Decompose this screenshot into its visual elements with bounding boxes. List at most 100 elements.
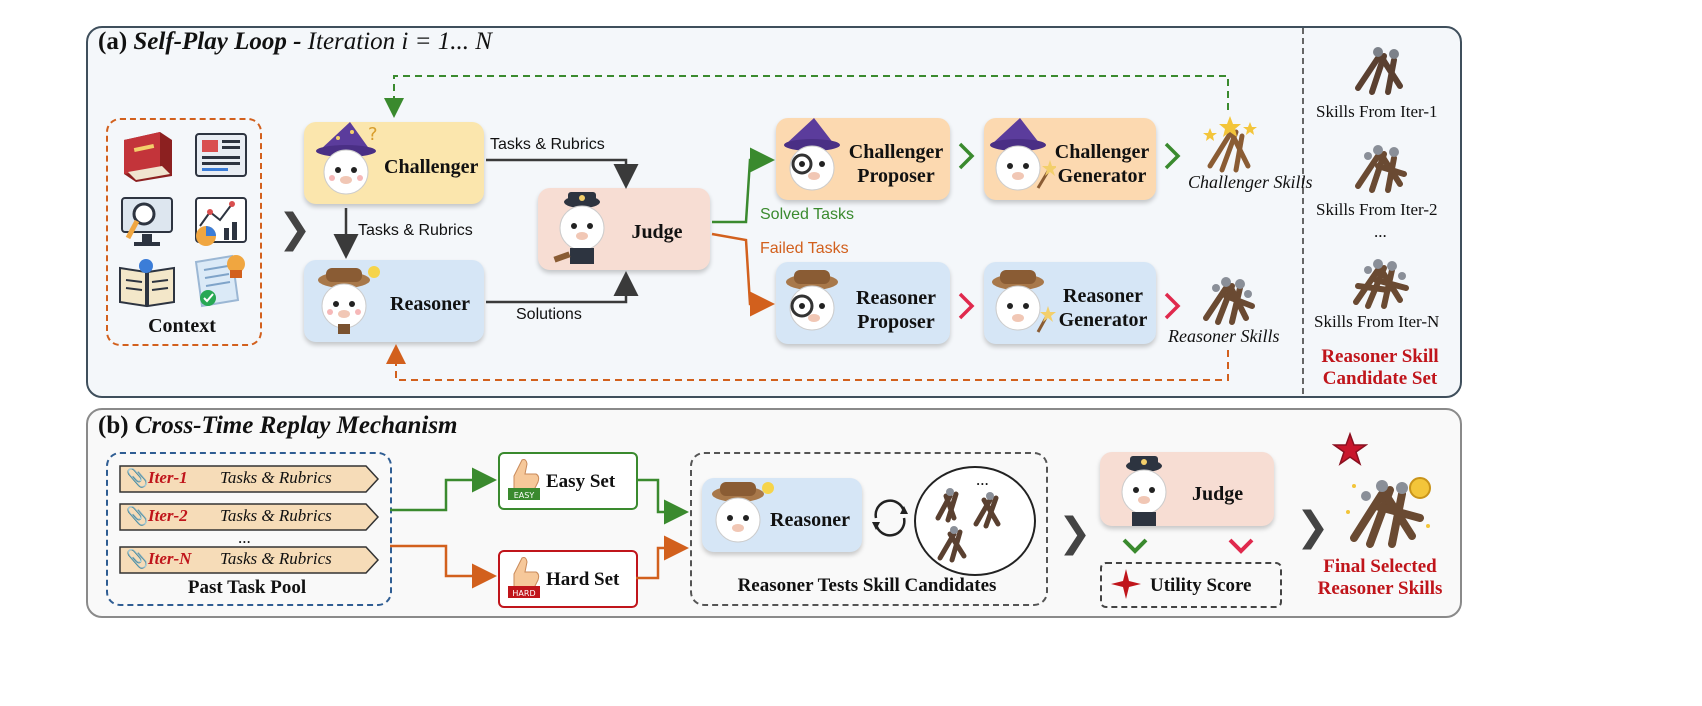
judge-b-label: Judge (1192, 483, 1244, 505)
task-pool-item: 📎 Iter-N Tasks & Rubrics (118, 545, 380, 575)
context-label: Context (148, 315, 216, 337)
final-selected-label: Final Selected Reasoner Skills (1302, 556, 1458, 600)
final-selected-line2: Reasoner Skills (1317, 578, 1443, 599)
star-icon (1110, 568, 1142, 605)
skill-candidates-icon (924, 484, 1024, 569)
task-pool-text: Tasks & Rubrics (220, 506, 332, 525)
wizard-llama-icon: ? (312, 120, 382, 203)
candidate-set-title: Reasoner Skill Candidate Set (1304, 346, 1456, 390)
edge-easy-to-tests (636, 478, 689, 525)
task-pool-dots: ... (238, 528, 251, 547)
edge-challenger-judge (486, 158, 639, 189)
challenger-skills-icon (1196, 112, 1262, 179)
challenger-generator-line1: Challenger (1054, 141, 1150, 163)
thumbs-up-hard-icon: HARD (506, 554, 542, 605)
feedback-loop-challenger (384, 75, 1229, 118)
final-skills-bundle-icon (1340, 466, 1436, 557)
green-check-chevron-icon (1122, 538, 1148, 559)
reasoner-skills-label: Reasoner Skills (1168, 326, 1280, 346)
paperclip-icon: 📎 (126, 468, 149, 488)
panel-a-prefix: (a) (98, 28, 128, 55)
paperclip-icon: 📎 (126, 549, 149, 569)
edge-label-tasks-rubrics-top: Tasks & Rubrics (490, 136, 605, 153)
edge-label-solved-tasks: Solved Tasks (760, 206, 854, 223)
skill-bundle-iter1-icon (1350, 40, 1412, 103)
edge-hard-to-tests (636, 535, 689, 580)
candidate-iter1-label: Skills From Iter-1 (1316, 102, 1438, 121)
judge-llama-icon (1110, 452, 1180, 535)
panel-b-title: (b) Cross-Time Replay Mechanism (98, 412, 458, 440)
reasoner-tests-label: Reasoner Tests Skill Candidates (737, 575, 997, 596)
paperclip-icon: 📎 (126, 506, 149, 526)
detective-llama-icon (312, 262, 382, 343)
panel-b-title-text: Cross-Time Replay Mechanism (134, 412, 458, 439)
past-task-pool-label: Past Task Pool (187, 577, 307, 598)
newspaper-icon (190, 126, 252, 189)
skill-bundle-iter2-icon (1350, 138, 1412, 201)
detective-wand-llama-icon (986, 266, 1056, 347)
chevron-green-1 (958, 142, 975, 170)
edge-pool-to-easy (390, 467, 497, 512)
reasoner-generator-line1: Reasoner (1063, 285, 1143, 307)
reasoner-test-label: Reasoner (770, 509, 850, 531)
reasoner-label: Reasoner (390, 293, 470, 315)
wizard-wand-llama-icon (986, 116, 1058, 203)
tests-to-judge-arrow-icon: ❯ (1058, 510, 1092, 556)
cycle-icon (868, 496, 912, 545)
open-book-icon (116, 256, 178, 315)
challenger-label: Challenger (384, 156, 479, 178)
book-icon (116, 126, 178, 189)
thumbs-up-easy-icon: EASY (506, 456, 542, 507)
candidate-set-title-line1: Reasoner Skill (1321, 346, 1439, 367)
challenger-proposer-label: Challenger Proposer (846, 140, 946, 188)
candidate-dots: ... (1374, 222, 1387, 241)
edge-reasoner-judge (486, 271, 639, 304)
reasoner-proposer-line2: Proposer (857, 311, 935, 333)
reasoner-generator-line2: Generator (1058, 309, 1148, 331)
hard-tag: HARD (512, 589, 535, 598)
monitor-search-icon (116, 192, 178, 255)
skill-candidates-dots: ... (976, 470, 989, 489)
judge-label: Judge (631, 221, 683, 243)
challenger-generator-line2: Generator (1057, 165, 1147, 187)
task-pool-iter: Iter-1 (148, 468, 188, 487)
wizard-magnifier-llama-icon (780, 116, 846, 203)
svg-text:?: ? (368, 124, 378, 145)
past-task-pool-box (106, 452, 392, 606)
chevron-green-2 (1164, 142, 1181, 170)
reasoner-generator-label: Reasoner Generator (1054, 284, 1152, 332)
feedback-loop-reasoner (386, 344, 1229, 381)
hard-set-label: Hard Set (546, 569, 620, 590)
task-pool-text: Tasks & Rubrics (220, 468, 332, 487)
task-pool-iter: Iter-2 (148, 506, 188, 525)
detective-magnifier-llama-icon (780, 266, 846, 347)
reasoner-skills-icon (1196, 266, 1262, 333)
red-star-icon (1331, 431, 1369, 473)
judge-llama-icon (548, 188, 618, 275)
candidate-iter2-label: Skills From Iter-2 (1316, 200, 1438, 219)
panel-a-title-bold: Self-Play Loop - (133, 28, 302, 55)
challenger-skills-label: Challenger Skills (1188, 172, 1313, 192)
edge-pool-to-hard (390, 544, 497, 589)
task-pool-item: 📎 Iter-2 Tasks & Rubrics (118, 502, 380, 532)
challenger-generator-label: Challenger Generator (1052, 140, 1152, 188)
panel-b-prefix: (b) (98, 412, 129, 439)
analytics-chart-icon (190, 192, 252, 255)
candidate-set-divider (1302, 28, 1304, 394)
reasoner-proposer-label: Reasoner Proposer (848, 286, 944, 334)
easy-tag: EASY (514, 491, 535, 500)
context-arrow-icon: ❯ (278, 206, 312, 252)
detective-llama-icon (706, 478, 776, 557)
task-pool-text: Tasks & Rubrics (220, 549, 332, 568)
utility-score-label: Utility Score (1150, 575, 1252, 596)
context-box (106, 118, 262, 346)
chevron-red-1 (958, 292, 975, 320)
task-pool-iter: Iter-N (148, 549, 192, 568)
red-chevron-icon (1228, 538, 1254, 559)
panel-a-title-italic: Iteration i = 1... N (307, 28, 492, 55)
skill-bundle-iterN-icon (1348, 250, 1414, 317)
edge-failed-tasks (711, 232, 775, 317)
candidate-set-title-line2: Candidate Set (1322, 368, 1438, 389)
edge-label-solutions: Solutions (516, 306, 582, 323)
